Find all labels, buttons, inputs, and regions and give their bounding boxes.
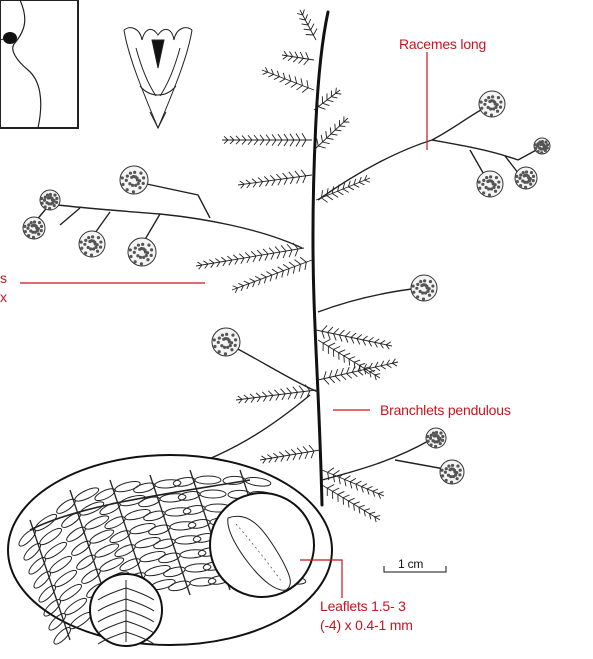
pinnate-leaf — [238, 170, 312, 189]
label-branchlets-pendulous: Branchlets pendulous — [380, 402, 511, 418]
pinnate-leaf — [222, 133, 312, 147]
label-cut-left-1: s — [0, 270, 7, 286]
leaflet-detail-circle — [210, 493, 314, 597]
label-leaflets-size-1: Leaflets 1.5- 3 — [320, 598, 406, 614]
flower-head — [120, 166, 148, 194]
flower-heads — [23, 91, 550, 484]
pinnate-leaf — [196, 243, 304, 269]
flower-head — [479, 91, 505, 117]
pinnate-leaf — [318, 359, 398, 385]
flower-head — [534, 138, 550, 154]
flower-head — [515, 167, 537, 189]
pinnate-leaf — [316, 175, 370, 202]
flower-head — [477, 171, 503, 197]
flower-detail — [124, 28, 192, 128]
flower-head — [212, 328, 240, 356]
label-scale: 1 cm — [398, 556, 423, 572]
pinnate-leaf — [322, 468, 384, 499]
branches — [30, 105, 540, 480]
flower-head — [426, 428, 446, 448]
inset-map — [0, 0, 78, 128]
pinnate-leaf — [232, 257, 312, 293]
flower-head — [79, 231, 105, 257]
flower-head — [40, 190, 60, 210]
label-leaflets-size-2: (-4) x 0.4-1 mm — [320, 617, 413, 633]
bipinnate-leaves — [196, 10, 398, 523]
flower-head — [128, 238, 156, 266]
pinnate-leaf — [322, 485, 380, 523]
pinnate-leaf — [282, 51, 314, 65]
pinnate-leaf — [262, 67, 314, 92]
label-cut-left-2: x — [0, 289, 7, 305]
stem — [313, 12, 328, 505]
label-racemes-long: Racemes long — [399, 36, 486, 52]
flower-head — [440, 460, 464, 484]
pinnate-leaf — [260, 445, 320, 463]
pinnate-leaf — [297, 10, 317, 40]
pinnate-leaf — [314, 116, 349, 150]
flower-head — [411, 275, 437, 301]
flower-head — [23, 217, 45, 239]
